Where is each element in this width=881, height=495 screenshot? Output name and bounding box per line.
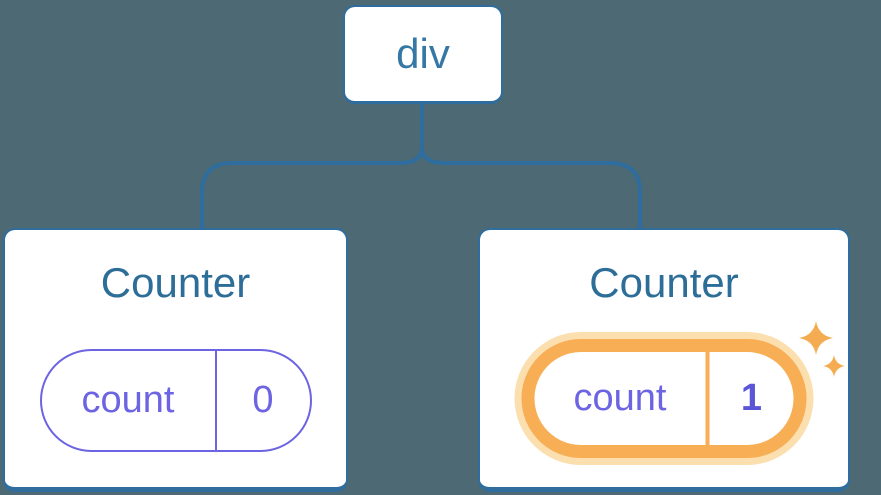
counter-card-left-title: Counter: [100, 259, 251, 306]
root-node-label: div: [396, 30, 450, 77]
counter-card-right: Counter count 1: [478, 228, 850, 492]
state-pill-count-0: count 0: [39, 349, 312, 452]
root-node-div: div: [343, 5, 503, 104]
state-pill-count-1-highlighted: count 1: [521, 339, 807, 458]
connector-branch-right: [420, 146, 642, 229]
state-name-label: count: [81, 379, 175, 421]
state-name-label: count: [573, 377, 667, 419]
state-value: 1: [705, 352, 794, 445]
sparkles-icon: [799, 321, 845, 377]
sparkle-large-icon: [799, 321, 833, 355]
counter-card-right-title: Counter: [589, 259, 739, 306]
counter-card-left: Counter count 0: [3, 228, 348, 492]
state-value: 0: [214, 351, 310, 450]
sparkle-small-icon: [823, 355, 845, 377]
connector-branch-left: [200, 146, 424, 229]
